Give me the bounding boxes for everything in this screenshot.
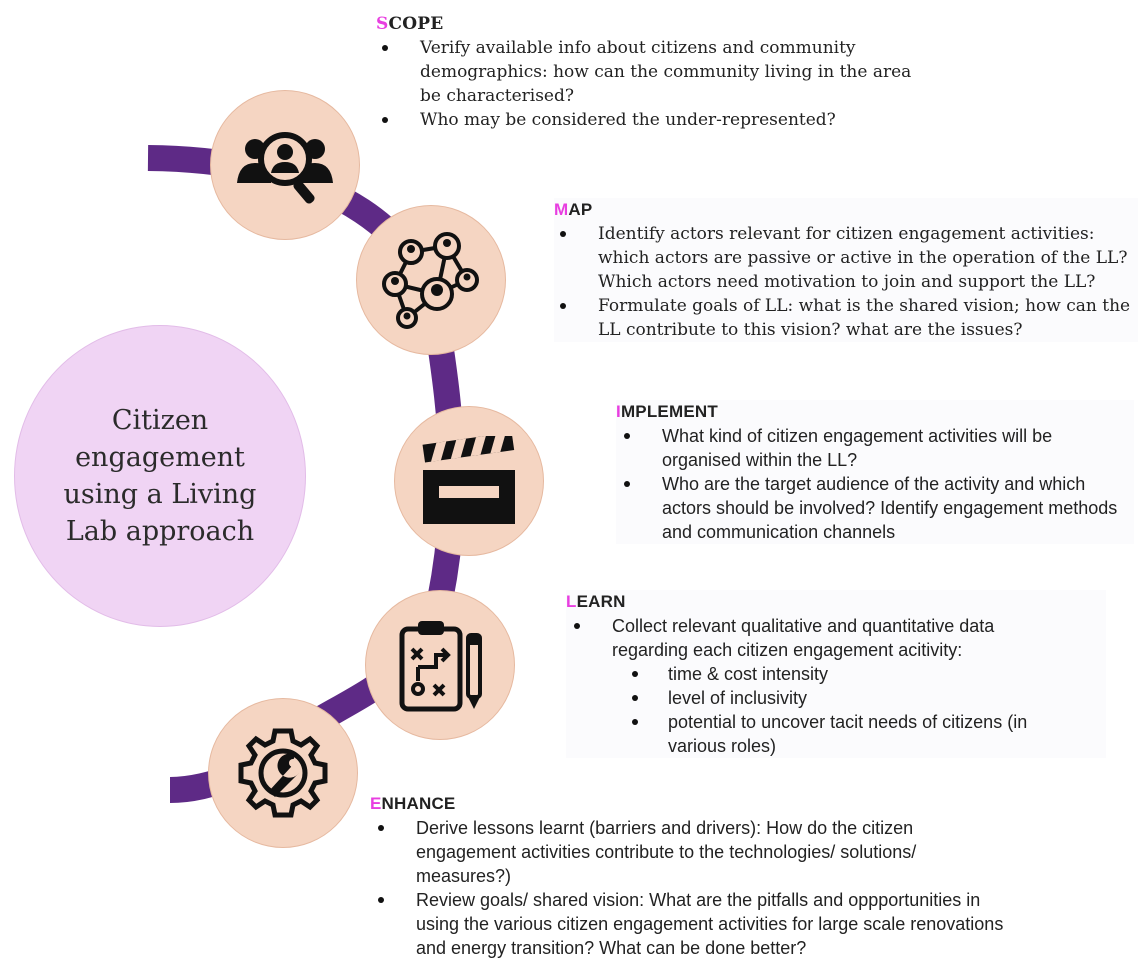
map-panel: MAP Identify actors relevant for citizen… [554, 198, 1138, 342]
user-search-icon [237, 132, 333, 204]
network-icon [382, 232, 479, 329]
scope-bullet: Who may be considered the under-represen… [376, 108, 930, 132]
implement-heading: IMPLEMENT [616, 400, 1134, 424]
implement-panel: IMPLEMENT What kind of citizen engagemen… [616, 400, 1134, 544]
step-circle-learn [365, 590, 515, 740]
clapperboard-icon [422, 436, 515, 524]
map-heading: MAP [554, 198, 1138, 222]
map-heading-letter: M [554, 200, 569, 219]
learn-heading-letter: L [566, 592, 577, 611]
implement-bullet: What kind of citizen engagement activiti… [616, 424, 1082, 472]
gear-wrench-icon [238, 728, 328, 818]
scope-bullets: Verify available info about citizens and… [376, 36, 966, 132]
implement-bullets: What kind of citizen engagement activiti… [616, 424, 1134, 544]
center-circle: Citizen engagement using a Living Lab ap… [14, 325, 306, 627]
learn-bullets: Collect relevant qualitative and quantit… [566, 614, 1106, 662]
enhance-bullet: Review goals/ shared vision: What are th… [370, 888, 1016, 960]
implement-bullet: Who are the target audience of the activ… [616, 472, 1132, 544]
learn-sub-bullet: time & cost intensity [566, 662, 1106, 686]
scope-heading-rest: COPE [388, 14, 444, 34]
map-heading-rest: AP [568, 200, 593, 219]
map-bullets: Identify actors relevant for citizen eng… [554, 222, 1138, 342]
scope-bullet: Verify available info about citizens and… [376, 36, 930, 108]
learn-sub-bullet: potential to uncover tacit needs of citi… [566, 710, 1068, 758]
strategy-clipboard-icon [399, 621, 482, 712]
enhance-panel: ENHANCE Derive lessons learnt (barriers … [370, 792, 1020, 960]
step-circle-map [356, 205, 506, 355]
learn-sub-bullet: level of inclusivity [566, 686, 1106, 710]
step-circle-enhance [208, 698, 358, 848]
learn-heading: LEARN [566, 590, 1106, 614]
map-bullet: Identify actors relevant for citizen eng… [554, 222, 1138, 294]
implement-heading-letter: I [616, 402, 621, 421]
learn-panel: LEARN Collect relevant qualitative and q… [566, 590, 1106, 758]
implement-heading-rest: MPLEMENT [620, 402, 718, 421]
center-title: Citizen engagement using a Living Lab ap… [63, 405, 257, 547]
enhance-heading: ENHANCE [370, 792, 1020, 816]
enhance-heading-letter: E [370, 794, 382, 813]
scope-heading-letter: S [376, 14, 389, 34]
learn-sub-bullets: time & cost intensity level of inclusivi… [566, 662, 1106, 758]
learn-bullet: Collect relevant qualitative and quantit… [566, 614, 1052, 662]
enhance-bullets: Derive lessons learnt (barriers and driv… [370, 816, 1020, 960]
enhance-heading-rest: NHANCE [381, 794, 456, 813]
step-circle-implement [394, 406, 544, 556]
enhance-bullet: Derive lessons learnt (barriers and driv… [370, 816, 976, 888]
map-bullet: Formulate goals of LL: what is the share… [554, 294, 1138, 342]
step-circle-scope [210, 90, 360, 240]
scope-panel: SCOPE Verify available info about citize… [376, 12, 966, 132]
learn-heading-rest: EARN [576, 592, 626, 611]
scope-heading: SCOPE [376, 12, 966, 36]
